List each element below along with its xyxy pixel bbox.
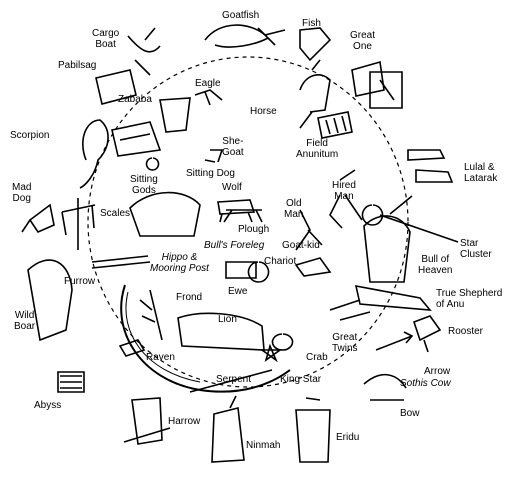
lion-figure	[177, 312, 265, 351]
chariot-figure	[247, 261, 270, 283]
great-one-figure	[351, 60, 385, 97]
label-wild-boar: Wild Boar	[14, 310, 36, 332]
label-sitting-gods: Sitting Gods	[130, 174, 158, 196]
label-bull-of-heaven: Bull of Heaven	[418, 254, 453, 276]
mad-dog-figure	[21, 203, 55, 234]
bow-figure	[363, 373, 407, 401]
plough-figure	[223, 209, 263, 223]
hired-man-figure	[329, 169, 363, 229]
label-bow: Bow	[400, 408, 420, 419]
great-twins-figure	[329, 299, 371, 321]
label-abyss: Abyss	[34, 400, 62, 411]
label-ninmah: Ninmah	[246, 440, 281, 451]
label-harrow: Harrow	[168, 416, 201, 427]
label-rooster: Rooster	[448, 326, 484, 337]
abyss-figure	[57, 371, 85, 393]
old-man-figure	[295, 209, 323, 251]
cargo-boat-figure	[127, 27, 161, 76]
label-scorpion: Scorpion	[10, 130, 50, 141]
rooster-figure	[412, 315, 442, 353]
crab-figure	[271, 333, 294, 351]
lulal-latarak-figure	[407, 149, 454, 183]
label-king-star: King Star	[280, 374, 322, 385]
she-goat-figure	[204, 149, 224, 163]
label-she-goat: She- Goat	[222, 136, 244, 158]
sitting-gods-figure	[111, 121, 162, 157]
label-zababa: Zababa	[118, 94, 152, 105]
label-eagle: Eagle	[195, 78, 221, 89]
eridu-figure	[295, 397, 331, 463]
label-ewe: Ewe	[228, 286, 248, 297]
label-bulls-foreleg: Bull's Foreleg	[204, 240, 265, 251]
label-frond: Frond	[176, 292, 203, 303]
goat-kid-figure	[294, 257, 332, 277]
horse-figure	[299, 74, 331, 129]
label-great-twins: Great Twins	[332, 332, 358, 354]
label-scales: Scales	[100, 208, 131, 219]
label-arrow: Arrow	[424, 366, 451, 377]
label-goatfish: Goatfish	[222, 10, 260, 21]
ewe-figure	[225, 261, 257, 279]
raven-figure	[118, 339, 146, 357]
label-eridu: Eridu	[336, 432, 360, 443]
label-fish: Fish	[302, 18, 321, 29]
frond-figure	[139, 289, 163, 341]
serpent-arc-inner	[125, 291, 201, 383]
label-true-shepherd: True Shepherd of Anu	[436, 288, 503, 310]
true-shepherd-figure	[354, 284, 432, 311]
label-lion: Lion	[218, 314, 237, 325]
ecliptic-circle	[87, 56, 409, 388]
label-horse: Horse	[250, 106, 277, 117]
pabilsag-figure	[95, 69, 137, 105]
field-figure	[317, 111, 353, 139]
label-goat-kid: Goat-kid	[282, 240, 320, 251]
label-furrow: Furrow	[64, 276, 96, 287]
furrow-figure	[91, 255, 151, 269]
eagle-figure	[194, 89, 223, 106]
bull-of-heaven-figure	[363, 195, 413, 283]
wild-boar-figure	[27, 259, 73, 342]
harrow-figure	[123, 397, 171, 445]
label-hippo-mooring-post: Hippo & Mooring Post	[150, 252, 209, 274]
label-mad-dog: Mad Dog	[12, 182, 32, 204]
label-sitting-dog: Sitting Dog	[186, 168, 235, 179]
label-star-cluster: Star Cluster	[460, 238, 492, 260]
sitting-dog-figure	[145, 157, 160, 171]
label-hired-man: Hired Man	[332, 180, 356, 202]
label-pabilsag: Pabilsag	[58, 60, 97, 71]
fish-figure	[299, 27, 332, 71]
star-cluster-figure	[361, 204, 459, 243]
zababa-figure	[159, 97, 191, 133]
label-crab: Crab	[306, 352, 328, 363]
label-serpent: Serpent	[216, 374, 252, 385]
scales-figure	[61, 198, 96, 250]
goatfish-figure	[204, 24, 286, 48]
label-great-one: Great One	[350, 30, 376, 52]
hippo-figure	[129, 191, 201, 237]
serpent-figure	[189, 369, 273, 393]
label-sothis-cow: Sothis Cow	[400, 378, 451, 389]
king-star-figure	[259, 343, 283, 363]
owl-box-figure	[369, 71, 403, 109]
scorpion-figure	[79, 119, 109, 189]
serpent-arc	[120, 284, 291, 393]
label-old-man: Old Man	[284, 198, 304, 220]
label-chariot: Chariot	[264, 256, 297, 267]
label-cargo-boat: Cargo Boat	[92, 28, 120, 50]
wolf-figure	[217, 199, 256, 223]
label-field-anunitum: Field Anunitum	[296, 138, 339, 160]
arrow-figure	[375, 331, 414, 351]
label-raven: Raven	[146, 352, 175, 363]
label-plough: Plough	[238, 224, 270, 235]
label-wolf: Wolf	[222, 182, 242, 193]
ninmah-figure	[211, 395, 245, 463]
label-lulal-latarak: Lulal & Latarak	[464, 162, 498, 184]
